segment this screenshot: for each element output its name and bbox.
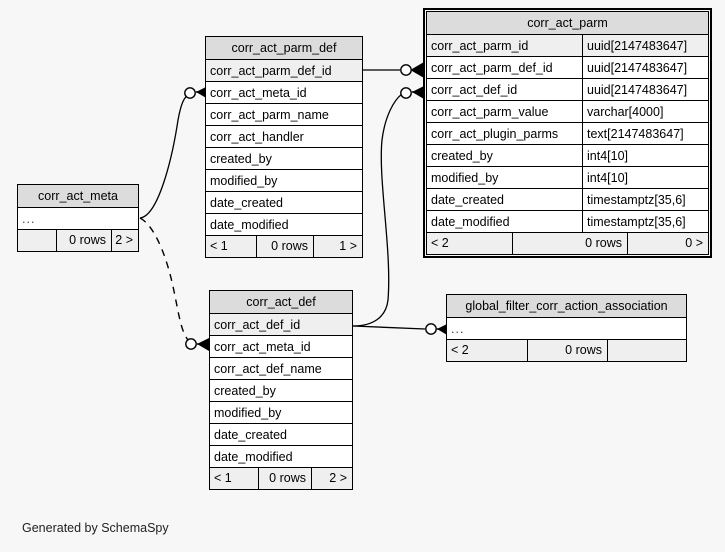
table-row[interactable]: modified_by int4[10]	[427, 167, 708, 189]
table-title: corr_act_parm_def	[206, 37, 362, 60]
column-type: uuid[2147483647]	[582, 79, 708, 100]
column-name: modified_by	[214, 406, 282, 420]
table-title: corr_act_def	[210, 291, 352, 314]
column-type: uuid[2147483647]	[582, 57, 708, 78]
footer-children-count[interactable]: 1 >	[313, 236, 362, 257]
footer-row-count: 0 rows	[256, 236, 313, 257]
column-name: modified_by	[210, 174, 278, 188]
column-name: date_modified	[214, 450, 293, 464]
diagram-caption: Generated by SchemaSpy	[22, 521, 169, 535]
footer-parents-count[interactable]	[18, 230, 56, 251]
table-corr-act-parm-def[interactable]: corr_act_parm_def corr_act_parm_def_id c…	[205, 36, 363, 258]
table-row[interactable]: corr_act_meta_id	[210, 336, 352, 358]
column-name: corr_act_def_id	[431, 83, 518, 97]
footer-parents-count[interactable]: < 1	[210, 239, 228, 253]
table-row[interactable]: modified_by	[210, 402, 352, 424]
table-title: corr_act_parm	[427, 12, 708, 35]
table-row[interactable]: corr_act_parm_id uuid[2147483647]	[427, 35, 708, 57]
table-row[interactable]: ...	[447, 318, 686, 340]
column-name: corr_act_def_name	[214, 362, 322, 376]
column-name: corr_act_parm_id	[431, 39, 529, 53]
footer-parents-count[interactable]: < 2	[431, 236, 449, 250]
footer-children-count[interactable]	[607, 340, 686, 361]
table-footer: < 2 0 rows 0 >	[427, 233, 708, 254]
edge-def-to-parm	[352, 86, 424, 327]
column-name: date_modified	[210, 218, 289, 232]
footer-children-count[interactable]: 0 >	[627, 233, 708, 254]
table-row[interactable]: corr_act_parm_def_id	[206, 60, 362, 82]
column-type: int4[10]	[582, 167, 708, 188]
table-corr-act-meta[interactable]: corr_act_meta ... 0 rows 2 >	[17, 184, 139, 252]
table-row[interactable]: corr_act_def_id	[210, 314, 352, 336]
table-row[interactable]: created_by	[210, 380, 352, 402]
footer-row-count: 0 rows	[512, 233, 627, 254]
column-type: uuid[2147483647]	[582, 35, 708, 56]
table-footer: < 1 0 rows 2 >	[210, 468, 352, 489]
edge-def-to-global-filter	[352, 323, 449, 336]
table-footer: 0 rows 2 >	[18, 230, 138, 251]
column-name: corr_act_meta_id	[210, 86, 307, 100]
table-row[interactable]: date_created	[210, 424, 352, 446]
table-row[interactable]: date_modified	[210, 446, 352, 468]
table-row[interactable]: corr_act_meta_id	[206, 82, 362, 104]
column-name: ...	[22, 212, 36, 226]
table-corr-act-def[interactable]: corr_act_def corr_act_def_id corr_act_me…	[209, 290, 353, 490]
column-name: date_created	[214, 428, 287, 442]
column-name: date_created	[431, 193, 504, 207]
column-type: varchar[4000]	[582, 101, 708, 122]
table-footer: < 2 0 rows	[447, 340, 686, 361]
table-row[interactable]: corr_act_parm_value varchar[4000]	[427, 101, 708, 123]
footer-row-count: 0 rows	[258, 468, 311, 489]
column-name: created_by	[210, 152, 272, 166]
table-row[interactable]: corr_act_handler	[206, 126, 362, 148]
table-global-filter-corr-action-association[interactable]: global_filter_corr_action_association ..…	[446, 294, 687, 362]
table-row[interactable]: corr_act_parm_def_id uuid[2147483647]	[427, 57, 708, 79]
table-row[interactable]: created_by	[206, 148, 362, 170]
table-row[interactable]: corr_act_def_name	[210, 358, 352, 380]
column-name: corr_act_handler	[210, 130, 304, 144]
table-row[interactable]: corr_act_parm_name	[206, 104, 362, 126]
footer-children-count[interactable]: 2 >	[311, 468, 352, 489]
column-name: corr_act_parm_def_id	[431, 61, 553, 75]
footer-row-count: 0 rows	[56, 230, 111, 251]
table-footer: < 1 0 rows 1 >	[206, 236, 362, 257]
column-name: created_by	[431, 149, 493, 163]
table-row[interactable]: modified_by	[206, 170, 362, 192]
column-type: timestamptz[35,6]	[582, 189, 708, 210]
column-name: corr_act_plugin_parms	[431, 127, 559, 141]
table-row[interactable]: date_modified	[206, 214, 362, 236]
footer-row-count: 0 rows	[527, 340, 607, 361]
edge-meta-to-parm-def	[139, 86, 208, 219]
table-row[interactable]: date_modified timestamptz[35,6]	[427, 211, 708, 233]
footer-parents-count[interactable]: < 1	[214, 471, 232, 485]
table-corr-act-parm[interactable]: corr_act_parm corr_act_parm_id uuid[2147…	[423, 8, 712, 258]
column-type: int4[10]	[582, 145, 708, 166]
column-name: corr_act_parm_value	[431, 105, 549, 119]
table-row[interactable]: corr_act_plugin_parms text[2147483647]	[427, 123, 708, 145]
column-name: corr_act_parm_name	[210, 108, 329, 122]
table-row[interactable]: date_created	[206, 192, 362, 214]
table-row[interactable]: corr_act_def_id uuid[2147483647]	[427, 79, 708, 101]
column-type: timestamptz[35,6]	[582, 211, 708, 232]
column-name: ...	[451, 322, 465, 336]
edge-parm-def-to-parm	[363, 62, 425, 78]
column-name: corr_act_def_id	[214, 318, 301, 332]
table-row[interactable]: date_created timestamptz[35,6]	[427, 189, 708, 211]
column-type: text[2147483647]	[582, 123, 708, 144]
column-name: corr_act_parm_def_id	[210, 64, 332, 78]
column-name: date_created	[210, 196, 283, 210]
column-name: modified_by	[431, 171, 499, 185]
table-title: corr_act_meta	[18, 185, 138, 208]
footer-children-count[interactable]: 2 >	[111, 230, 138, 251]
column-name: created_by	[214, 384, 276, 398]
table-title: global_filter_corr_action_association	[447, 295, 686, 318]
footer-parents-count[interactable]: < 2	[451, 343, 469, 357]
table-row[interactable]: created_by int4[10]	[427, 145, 708, 167]
column-name: corr_act_meta_id	[214, 340, 311, 354]
table-row[interactable]: ...	[18, 208, 138, 230]
column-name: date_modified	[431, 215, 510, 229]
edge-meta-to-def-implied	[139, 217, 209, 351]
